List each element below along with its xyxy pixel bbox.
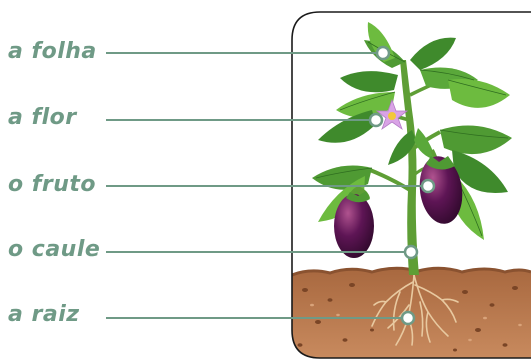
marker-fruit [422,180,434,192]
marker-flower [370,114,382,126]
marker-root [402,312,414,324]
marker-leaf [377,47,389,59]
marker-stem [405,246,417,258]
